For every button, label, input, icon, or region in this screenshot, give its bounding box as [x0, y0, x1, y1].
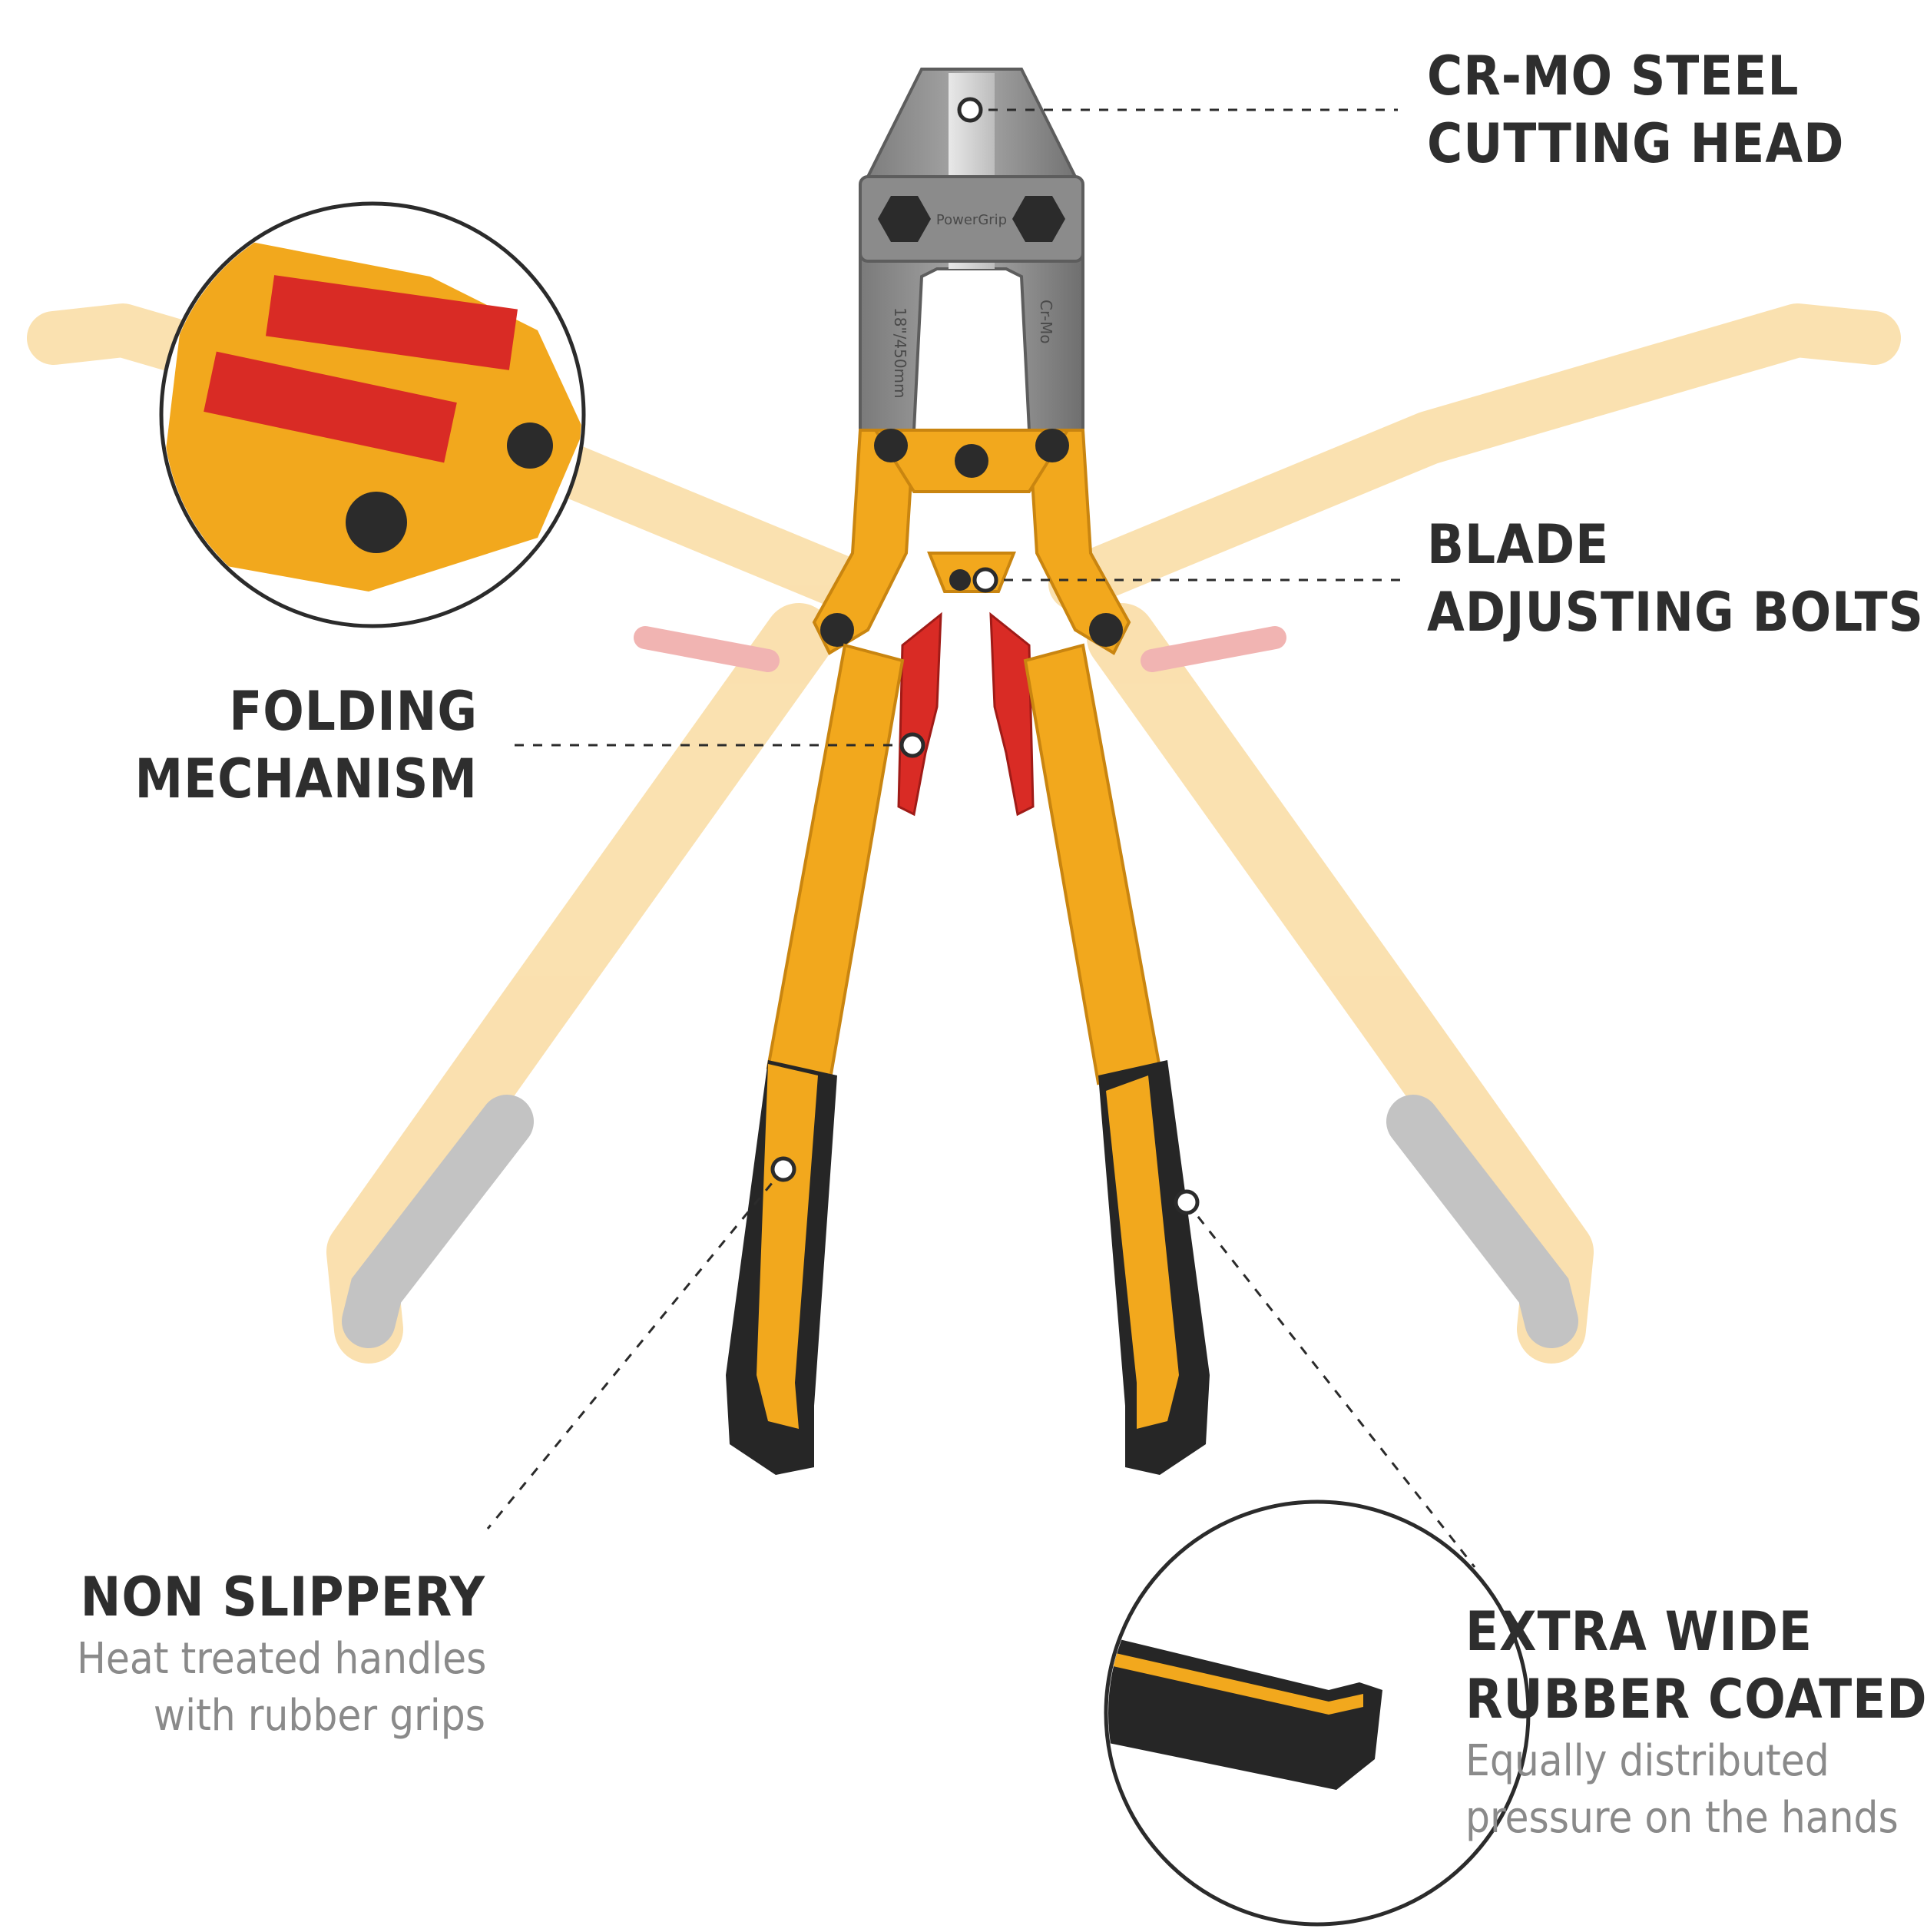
non-slippery-desc1: Heat treated handles — [77, 1634, 487, 1684]
folding-line1: FOLDING — [229, 680, 478, 743]
blade-bolts-label: BLADE ADJUSTING BOLTS — [1427, 511, 1924, 646]
cutting-head-line2: CUTTING HEAD — [1427, 112, 1845, 175]
blade-bolts-line2: ADJUSTING BOLTS — [1427, 581, 1924, 644]
folding-detail-inset — [159, 201, 586, 628]
folding-label: FOLDING MECHANISM — [123, 678, 478, 813]
callout-lines — [486, 108, 1476, 1568]
blade-bolts-line1: BLADE — [1427, 513, 1610, 576]
linkage-arms — [812, 429, 1131, 655]
cutting-head-label: CR-MO STEEL CUTTING HEAD — [1427, 42, 1844, 177]
grip-detail-inset — [1104, 1500, 1531, 1927]
extra-wide-line1: EXTRA WIDE — [1465, 1600, 1813, 1663]
callout-dots — [770, 97, 1200, 1215]
extra-wide-desc1: Equally distributed — [1465, 1736, 1829, 1786]
material-stamp: Cr-Mo — [1037, 300, 1055, 344]
cutting-head-line1: CR-MO STEEL — [1427, 45, 1800, 108]
size-stamp: 18"/450mm — [891, 307, 909, 399]
left-handle — [726, 643, 905, 1475]
extra-wide-desc2: pressure on the hands — [1465, 1793, 1899, 1843]
non-slippery-label: NON SLIPPERY Heat treated handles with r… — [77, 1563, 487, 1745]
non-slippery-desc2: with rubber grips — [153, 1691, 485, 1741]
folding-levers — [897, 611, 1035, 817]
extra-wide-line2: RUBBER COATED — [1465, 1668, 1927, 1731]
folding-line2: MECHANISM — [134, 747, 478, 810]
brand-stamp: PowerGrip — [936, 212, 1007, 228]
cutting-head: PowerGrip 18"/450mm Cr-Mo — [859, 68, 1084, 432]
right-handle — [1023, 643, 1210, 1475]
non-slippery-title: NON SLIPPERY — [80, 1566, 485, 1629]
extra-wide-label: EXTRA WIDE RUBBER COATED Equally distrib… — [1465, 1598, 1927, 1847]
